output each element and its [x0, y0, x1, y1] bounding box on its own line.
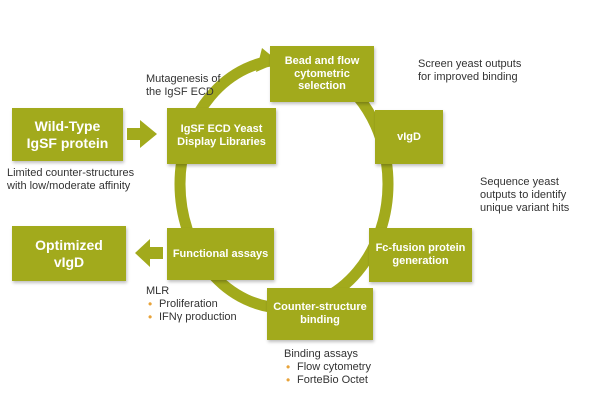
limited-note: Limited counter-structures with low/mode…	[7, 167, 134, 193]
limited-line-1: Limited counter-structures	[7, 167, 135, 179]
igsf-libraries-line-2: Display Libraries	[177, 136, 266, 148]
binding-assays-note: Binding assays Flow cytometry ForteBio O…	[284, 348, 371, 387]
limited-line-2: with low/moderate affinity	[7, 180, 131, 192]
binding-item-fortebio: ForteBio Octet	[284, 374, 371, 387]
vigd-box: vIgD	[375, 110, 443, 164]
functional-assays-box: Functional assays	[167, 228, 274, 280]
sequence-line-3: unique variant hits	[480, 202, 570, 214]
binding-assays-list: Flow cytometry ForteBio Octet	[284, 361, 371, 387]
sequence-line-1: Sequence yeast	[480, 176, 559, 188]
mlr-list: Proliferation IFNγ production	[146, 298, 237, 324]
sequence-line-2: outputs to identify	[480, 189, 567, 201]
arrow-left-icon	[135, 239, 163, 267]
bead-flow-selection-box: Bead and flow cytometric selection	[270, 46, 374, 102]
fc-fusion-line-2: generation	[392, 255, 449, 267]
optimized-line-2: vIgD	[53, 253, 85, 270]
mlr-item-ifn: IFNγ production	[146, 311, 237, 324]
counter-structure-line-2: binding	[300, 314, 340, 326]
screen-line-2: for improved binding	[418, 71, 518, 83]
wild-type-line-2: IgSF protein	[26, 134, 109, 151]
mutagenesis-note: Mutagenesis of the IgSF ECD	[146, 73, 221, 99]
wild-type-box: Wild-Type IgSF protein	[12, 108, 123, 161]
bead-flow-line-2: cytometric	[294, 67, 350, 80]
screen-note: Screen yeast outputs for improved bindin…	[418, 58, 521, 84]
screen-line-1: Screen yeast outputs	[418, 58, 522, 70]
mlr-title: MLR	[146, 285, 170, 297]
sequence-note: Sequence yeast outputs to identify uniqu…	[480, 176, 569, 215]
counter-structure-line-1: Counter-structure	[273, 301, 367, 314]
fc-fusion-line-1: Fc-fusion protein	[375, 242, 466, 255]
fc-fusion-box: Fc-fusion protein generation	[369, 228, 472, 282]
cycle-arrowhead-icon	[256, 48, 279, 72]
optimized-line-1: Optimized	[35, 237, 103, 254]
mutagenesis-line-1: Mutagenesis of	[146, 73, 221, 85]
igsf-libraries-line-1: IgSF ECD Yeast	[180, 123, 263, 136]
binding-assays-title: Binding assays	[284, 348, 358, 360]
bead-flow-line-3: selection	[298, 80, 346, 93]
mutagenesis-line-2: the IgSF ECD	[146, 86, 214, 98]
vigd-label: vIgD	[397, 130, 421, 143]
functional-assays-label: Functional assays	[172, 247, 269, 260]
binding-item-flow: Flow cytometry	[284, 361, 371, 374]
mlr-item-proliferation: Proliferation	[146, 298, 237, 311]
arrow-right-icon	[127, 120, 157, 148]
counter-structure-box: Counter-structure binding	[267, 288, 373, 340]
wild-type-line-1: Wild-Type	[34, 118, 101, 135]
igsf-libraries-box: IgSF ECD Yeast Display Libraries	[167, 108, 276, 164]
optimized-vigd-box: Optimized vIgD	[12, 226, 126, 281]
bead-flow-line-1: Bead and flow	[284, 55, 360, 68]
mlr-note: MLR Proliferation IFNγ production	[146, 285, 237, 324]
